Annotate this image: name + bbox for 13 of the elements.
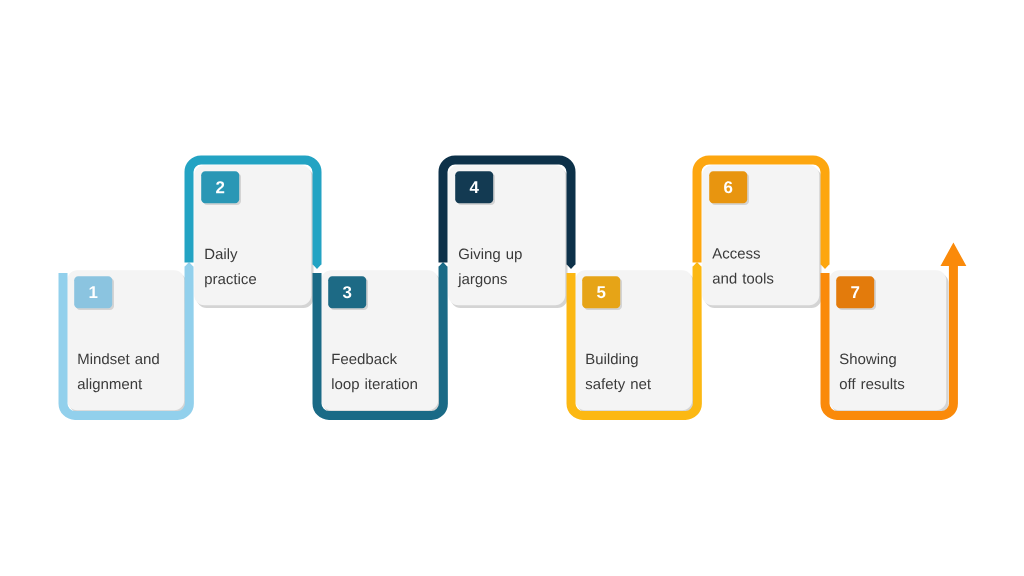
number-badge: 3 bbox=[328, 276, 368, 310]
number-badge: 4 bbox=[455, 171, 495, 205]
ribbon-segment bbox=[566, 262, 702, 420]
ribbon-segment bbox=[438, 155, 576, 269]
ribbon-segment bbox=[58, 262, 194, 420]
number-badge: 6 bbox=[709, 171, 749, 205]
ribbon-segment bbox=[692, 155, 830, 269]
ribbon-segment bbox=[184, 155, 322, 269]
number-badge: 1 bbox=[74, 276, 114, 310]
number-badge: 7 bbox=[836, 276, 876, 310]
number-badge: 5 bbox=[582, 276, 622, 310]
number-badge: 2 bbox=[201, 171, 241, 205]
ribbon-segment bbox=[312, 262, 448, 420]
